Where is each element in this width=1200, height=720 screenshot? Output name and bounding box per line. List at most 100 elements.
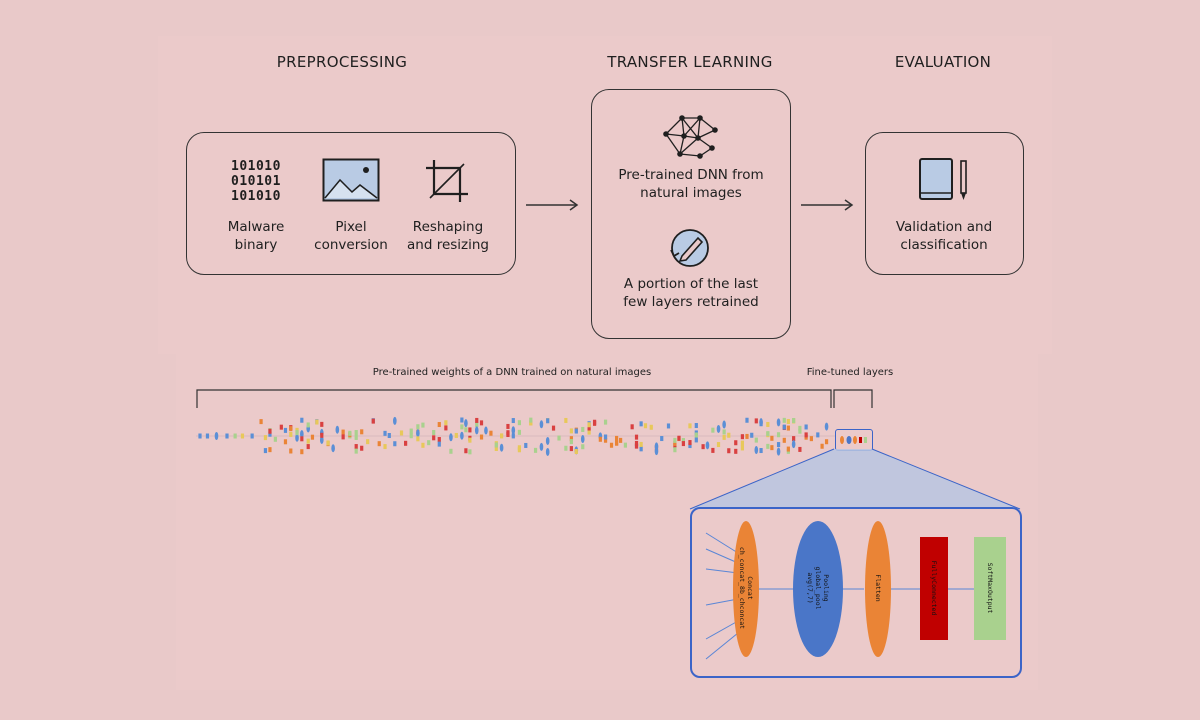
pretrained-bracket	[196, 389, 832, 408]
network-layer-node	[614, 440, 619, 446]
network-layer-node	[786, 419, 790, 425]
network-layer-node	[574, 428, 578, 434]
network-layer-node	[393, 416, 397, 425]
network-layer-node	[634, 443, 639, 449]
network-layer-node	[533, 447, 538, 453]
network-layer-node	[816, 432, 820, 438]
network-layer-node	[603, 434, 608, 440]
network-layer-node	[754, 446, 759, 455]
network-layer-node	[263, 448, 268, 454]
network-layer-node	[326, 440, 330, 446]
network-layer-node	[464, 419, 468, 428]
finetuned-caption: Fine-tuned layers	[806, 367, 894, 378]
network-layer-node	[722, 420, 726, 429]
network-layer-node	[557, 435, 561, 441]
network-layer-node	[263, 435, 268, 441]
network-layer-node	[722, 429, 726, 435]
network-layer-node	[782, 424, 786, 430]
network-layer-node	[268, 431, 272, 437]
network-layer-node	[479, 434, 484, 440]
network-layer-node	[820, 443, 824, 449]
preprocessing-box	[186, 132, 516, 275]
network-layer-node	[564, 417, 568, 423]
network-layer-node	[383, 430, 387, 436]
network-layer-node	[475, 417, 479, 423]
network-layer-node	[587, 425, 591, 431]
network-layer-node	[283, 427, 288, 433]
network-layer-node	[341, 429, 345, 435]
network-layer-node	[377, 441, 381, 447]
network-layer-node	[654, 442, 659, 451]
network-layer-node	[460, 424, 464, 430]
network-layer-node	[387, 433, 391, 439]
network-layer-node	[649, 424, 653, 430]
network-layer-node	[711, 427, 715, 433]
softmax-node-label: SoftMaxOutput	[986, 562, 994, 614]
network-layer-node	[468, 437, 472, 443]
network-layer-node	[750, 432, 754, 438]
network-layer-node	[506, 430, 510, 436]
network-layer-node	[639, 441, 643, 447]
network-layer-node	[701, 444, 705, 450]
network-layer-node	[240, 433, 245, 439]
network-layer-node	[464, 427, 468, 433]
network-layer-node	[250, 433, 254, 439]
image-icon	[322, 158, 380, 202]
fullyconnected-node-label: FullyConnected	[930, 560, 938, 616]
zoom-projection	[689, 448, 1021, 510]
binary-icon: 101010 010101 101010	[231, 159, 281, 204]
network-layer-node	[716, 424, 721, 433]
network-layer-node	[494, 442, 498, 448]
step-label-pixel-conversion: Pixel conversion	[314, 219, 388, 253]
network-layer-node	[300, 436, 304, 442]
network-layer-node	[474, 426, 479, 435]
step-label-reshaping: Reshaping and resizing	[407, 219, 489, 253]
network-layer-node	[745, 433, 749, 439]
detail-graph	[705, 521, 1006, 660]
network-layer-node	[776, 447, 781, 456]
pretrained-caption: Pre-trained weights of a DNN trained on …	[372, 367, 652, 378]
network-layer-node	[551, 425, 556, 431]
network-layer-node	[198, 433, 202, 439]
network-layer-node	[759, 448, 763, 454]
network-layer-node	[393, 441, 397, 447]
network-layer-node	[460, 417, 464, 423]
network-layer-node	[399, 430, 404, 436]
network-layer-node	[754, 418, 758, 424]
network-layer-node	[614, 435, 619, 441]
network-layer-node	[300, 449, 304, 455]
network-layer-node	[295, 430, 299, 436]
network-layer-node	[416, 429, 420, 438]
network-layer-node	[587, 422, 591, 428]
network-layer-node	[506, 423, 510, 429]
network-layer-node	[569, 428, 573, 434]
network-layer-node	[484, 426, 488, 435]
network-layer-node	[681, 438, 685, 444]
network-layer-node	[791, 440, 796, 449]
network-layer-node	[824, 439, 829, 445]
network-layer-node	[360, 445, 364, 451]
neural-network-icon	[663, 115, 718, 159]
network-layer-node	[727, 448, 731, 454]
network-layer-node	[306, 438, 310, 444]
network-layer-node	[432, 429, 436, 435]
flatten-node-label: Flatten	[874, 574, 882, 602]
network-layer-node	[468, 427, 472, 433]
network-layer-node	[546, 418, 550, 424]
network-layer-node	[634, 440, 639, 446]
step-label-malware-binary: Malware binary	[227, 219, 285, 253]
network-layer-node	[449, 448, 453, 454]
network-layer-node	[766, 443, 770, 449]
network-layer-node	[745, 417, 749, 423]
finetuned-mini-nodes	[840, 436, 867, 444]
network-layer-node	[529, 417, 533, 423]
network-layer-node	[574, 449, 578, 455]
network-layer-node	[409, 433, 413, 439]
network-layer-node	[809, 436, 813, 442]
network-layer-node	[545, 447, 550, 456]
network-layer-node	[539, 442, 544, 451]
network-layer-node	[639, 421, 643, 427]
network-layer-node	[306, 444, 310, 450]
network-layer-node	[283, 439, 288, 445]
network-layer-node	[383, 444, 387, 450]
